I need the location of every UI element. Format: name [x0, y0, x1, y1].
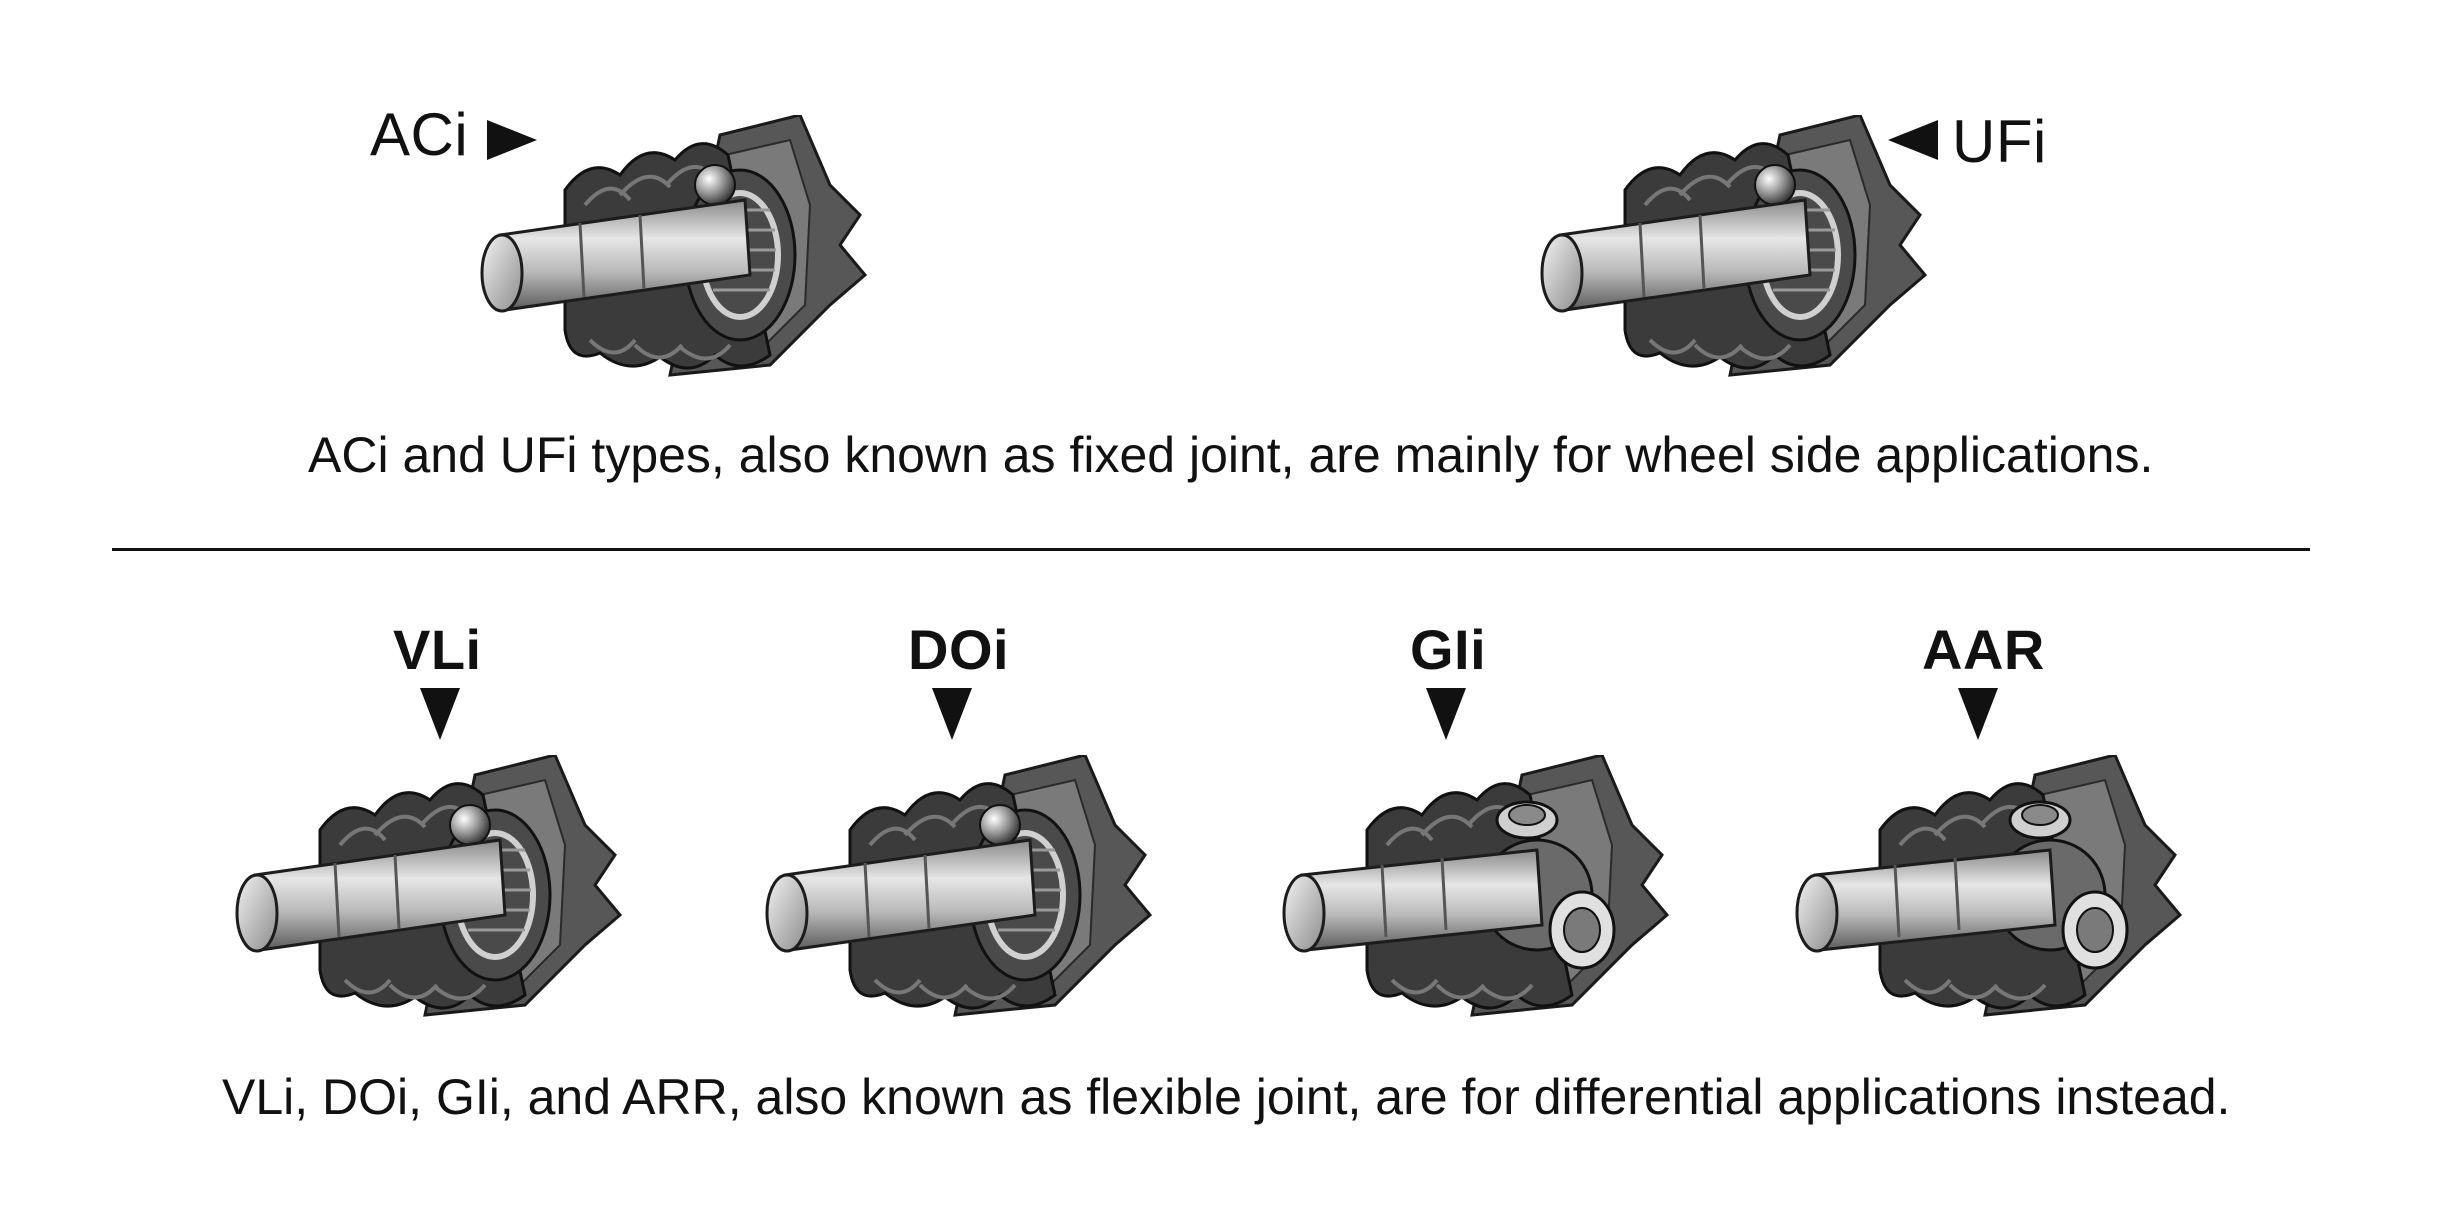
arrow-left-icon	[1888, 120, 1938, 160]
vli-joint-illustration	[225, 755, 625, 1025]
section-divider	[112, 548, 2310, 551]
label-doi: DOi	[908, 618, 1010, 681]
ufi-joint-illustration	[1530, 115, 1930, 385]
aar-joint-illustration	[1795, 755, 2182, 1017]
label-vli: VLi	[393, 618, 482, 681]
label-gli: GIi	[1410, 618, 1487, 681]
arrow-down-icon	[1426, 688, 1466, 740]
caption-fixed-joint: ACi and UFi types, also known as fixed j…	[308, 427, 2154, 483]
arrow-down-icon	[1958, 688, 1998, 740]
arrow-down-icon	[932, 688, 972, 740]
aci-joint-illustration	[470, 115, 870, 385]
doi-joint-illustration	[745, 755, 1165, 1025]
label-aar: AAR	[1922, 618, 2045, 681]
arrow-down-icon	[420, 688, 460, 740]
label-aci: ACi	[370, 101, 469, 168]
gli-joint-illustration	[1282, 755, 1669, 1017]
arrow-right-icon	[487, 120, 537, 160]
caption-flexible-joint: VLi, DOi, GIi, and ARR, also known as fl…	[222, 1069, 2231, 1125]
label-ufi: UFi	[1952, 108, 2047, 175]
